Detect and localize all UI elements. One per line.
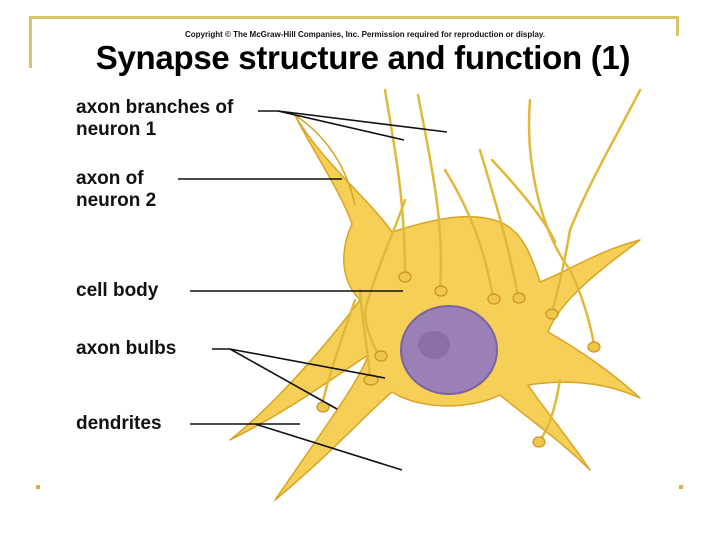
slide-title: Synapse structure and function (1)	[95, 39, 631, 76]
label-cell-body: cell body	[76, 280, 159, 301]
copyright-notice: Copyright © The McGraw-Hill Companies, I…	[184, 30, 546, 39]
axon-neuron2-shape	[289, 111, 356, 206]
slide-frame-left	[29, 16, 32, 68]
slide-frame-top	[29, 16, 679, 19]
slide-frame-right	[676, 16, 679, 36]
nucleus-shape	[400, 305, 498, 395]
corner-dot-right	[679, 485, 683, 489]
label-axon-branches-text: axon branches of neuron 1	[76, 97, 234, 140]
label-axon-bulbs: axon bulbs	[76, 338, 177, 359]
label-dendrites: dendrites	[76, 413, 162, 434]
axon-bulbs-shape	[316, 271, 601, 448]
corner-dot-left	[36, 485, 40, 489]
nucleolus-shape	[418, 331, 450, 359]
label-axon-neuron2: axon of neuron 2	[76, 168, 186, 212]
leader-lines	[178, 110, 448, 471]
label-axon-branches: axon branches of neuron 1	[76, 97, 256, 141]
label-axon-neuron2-text: axon of neuron 2	[76, 168, 157, 211]
axon-branches-shape	[320, 88, 642, 442]
